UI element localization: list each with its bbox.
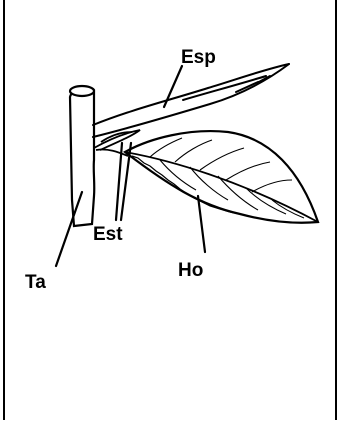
leaf [125, 131, 318, 223]
leader-leaf [198, 196, 205, 252]
leader-stipule-1 [116, 143, 122, 220]
label-leaf: Ho [178, 260, 203, 281]
leader-spine [164, 66, 182, 107]
spine-branch [93, 64, 289, 137]
leader-stem [56, 192, 82, 266]
stem [70, 86, 94, 226]
label-stem: Ta [25, 272, 46, 293]
label-stipules: Est [93, 224, 123, 245]
label-spine: Esp [181, 47, 216, 68]
